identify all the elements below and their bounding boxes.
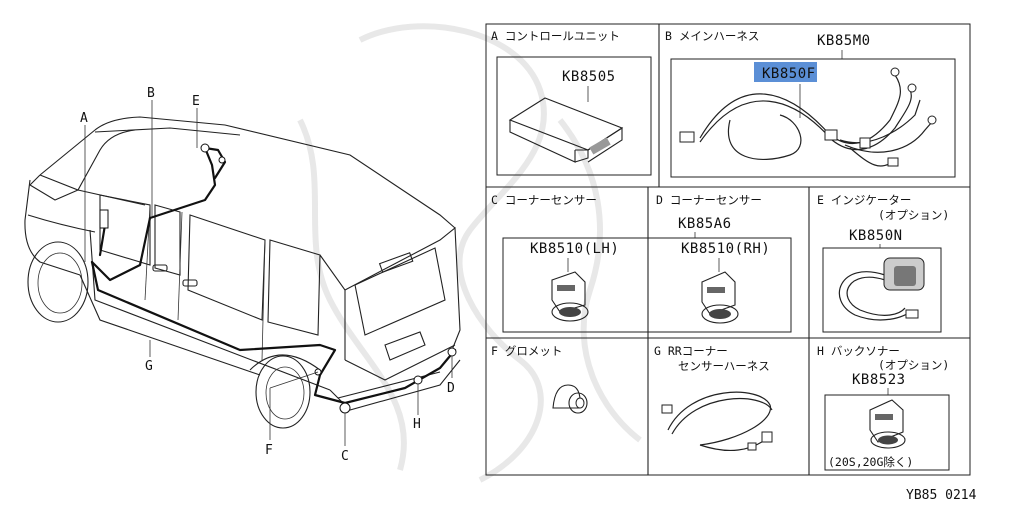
panel-e-title: E インジケーター (817, 193, 911, 207)
label-b: B (147, 86, 155, 101)
panel-c-title: C コーナーセンサー (491, 193, 597, 207)
label-h: H (413, 417, 421, 432)
vehicle-illustration (24, 100, 461, 446)
panel-b-part-main: KB85M0 (817, 33, 871, 49)
panel-h-part: KB8523 (852, 372, 906, 388)
panel-g-title: G RRコーナー (654, 344, 728, 358)
corner-sensor-rh-icon (701, 271, 739, 324)
panel-a-part: KB8505 (562, 69, 616, 85)
panel-d-part: KB8510(RH) (681, 241, 770, 257)
panel-h-note: (20S,20G除く) (828, 455, 913, 469)
label-e: E (192, 94, 200, 109)
back-sonar-icon (869, 399, 906, 449)
panel-f-title: F グロメット (491, 344, 562, 358)
control-unit-icon (508, 97, 624, 163)
panel-a-title: A コントロールユニット (491, 29, 620, 43)
panel-d-title: D コーナーセンサー (656, 193, 762, 207)
panel-h-subtitle: (オプション) (878, 358, 949, 372)
label-a: A (80, 111, 88, 126)
panel-h-title: H バックソナー (817, 344, 900, 358)
main-harness-icon (679, 67, 937, 167)
watermark-emblem (297, 23, 642, 483)
parts-grid (485, 23, 971, 476)
panel-c: C コーナーセンサー KB8510(LH) (491, 193, 619, 322)
label-f: F (265, 443, 273, 458)
panel-a: A コントロールユニット KB8505 (491, 29, 652, 176)
panel-b-title: B メインハーネス (665, 29, 759, 43)
corner-sensor-lh-icon (551, 271, 589, 322)
label-g: G (145, 359, 153, 374)
panel-b-part-highlight: KB850F (762, 66, 816, 82)
panel-e: E インジケーター (オプション) KB850N (817, 193, 949, 333)
panel-c-part: KB8510(LH) (530, 241, 619, 257)
panel-d: D コーナーセンサー KB85A6 KB8510(RH) (502, 193, 792, 333)
panel-g: G RRコーナー センサーハーネス (654, 344, 773, 451)
panel-b: B メインハーネス KB85M0 KB850F (665, 29, 956, 178)
panel-e-subtitle: (オプション) (878, 208, 949, 222)
label-c: C (341, 449, 349, 464)
panel-e-part: KB850N (849, 228, 903, 244)
panel-d-part-group: KB85A6 (678, 216, 732, 232)
rr-corner-harness-icon (661, 391, 773, 451)
panel-h: H バックソナー (オプション) KB8523 (20S,20G除く) (817, 344, 950, 471)
highlight-marker (754, 62, 817, 82)
panel-g-subtitle: センサーハーネス (678, 359, 770, 373)
label-d: D (447, 381, 455, 396)
panel-f: F グロメット (491, 344, 588, 414)
footer-code: YB85 0214 (906, 488, 977, 503)
indicator-icon (838, 257, 925, 321)
grommet-icon (552, 384, 588, 414)
